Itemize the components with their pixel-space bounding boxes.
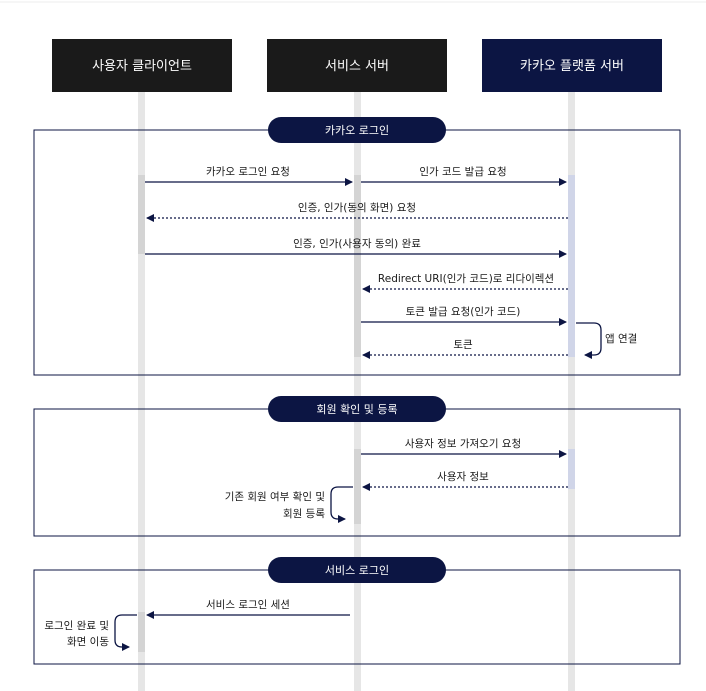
activation-client-2 <box>138 612 145 652</box>
activation-server-1 <box>354 175 361 357</box>
message-service-login-session: 서비스 로그인 세션 <box>146 599 350 619</box>
self-loop-app-link: 앱 연결 <box>576 322 637 359</box>
message-label: 사용자 정보 <box>437 471 489 483</box>
self-note-member-check-line1: 기존 회원 여부 확인 및 <box>225 490 325 503</box>
section-pill-kakao-login: 카카오 로그인 <box>268 117 446 143</box>
self-note-login-complete-line1: 로그인 완료 및 <box>44 619 109 632</box>
activation-kakao-2 <box>568 449 575 489</box>
self-note-login-complete-line2: 화면 이동 <box>67 636 109 648</box>
message-kakao-login-request: 카카오 로그인 요청 <box>145 166 353 186</box>
lifeline-client <box>138 92 145 691</box>
message-label: 인증, 인가(사용자 동의) 완료 <box>293 237 421 250</box>
message-consent-complete: 인증, 인가(사용자 동의) 완료 <box>145 237 567 258</box>
message-redirect: Redirect URI(인가 코드)로 리다이렉션 <box>362 273 568 293</box>
message-user-info-request: 사용자 정보 가져오기 요청 <box>361 438 567 458</box>
message-user-info: 사용자 정보 <box>362 471 568 491</box>
message-label: 토큰 발급 요청(인가 코드) <box>406 306 521 318</box>
message-label: 인가 코드 발급 요청 <box>419 166 506 178</box>
message-label: 서비스 로그인 세션 <box>206 599 290 611</box>
section-pill-member-check: 회원 확인 및 등록 <box>268 396 446 422</box>
actor-kakao: 카카오 플랫폼 서버 <box>482 39 662 92</box>
message-label: Redirect URI(인가 코드)로 리다이렉션 <box>378 273 554 285</box>
actor-client-label: 사용자 클라이언트 <box>92 59 192 74</box>
actor-server: 서비스 서버 <box>267 39 447 92</box>
activation-client-1 <box>138 175 145 254</box>
self-note-member-check-line2: 회원 등록 <box>283 508 325 520</box>
message-token-request: 토큰 발급 요청(인가 코드) <box>361 306 567 326</box>
self-note-app-link: 앱 연결 <box>605 333 637 345</box>
lifeline-kakao <box>568 92 575 691</box>
self-loop-screen-move: 로그인 완료 및 화면 이동 <box>44 614 137 651</box>
section-kakao-login-label: 카카오 로그인 <box>325 124 389 137</box>
actor-server-label: 서비스 서버 <box>325 59 389 74</box>
self-loop-member-register: 기존 회원 여부 확인 및 회원 등록 <box>225 486 353 523</box>
section-service-login-label: 서비스 로그인 <box>325 564 389 577</box>
message-label: 사용자 정보 가져오기 요청 <box>405 438 521 450</box>
message-auth-code-request: 인가 코드 발급 요청 <box>361 166 567 186</box>
message-label: 토큰 <box>453 339 473 351</box>
activation-kakao-1 <box>568 175 575 357</box>
message-label: 인증, 인가(동의 화면) 요청 <box>298 202 416 214</box>
message-token: 토큰 <box>362 339 568 359</box>
actor-kakao-label: 카카오 플랫폼 서버 <box>520 59 624 74</box>
actor-client: 사용자 클라이언트 <box>52 39 232 92</box>
message-label: 카카오 로그인 요청 <box>206 166 290 178</box>
section-pill-service-login: 서비스 로그인 <box>268 557 446 583</box>
lifeline-server <box>354 92 361 691</box>
section-member-check-label: 회원 확인 및 등록 <box>316 403 397 416</box>
message-consent-screen-request: 인증, 인가(동의 화면) 요청 <box>146 202 568 222</box>
activation-server-2 <box>354 449 361 524</box>
